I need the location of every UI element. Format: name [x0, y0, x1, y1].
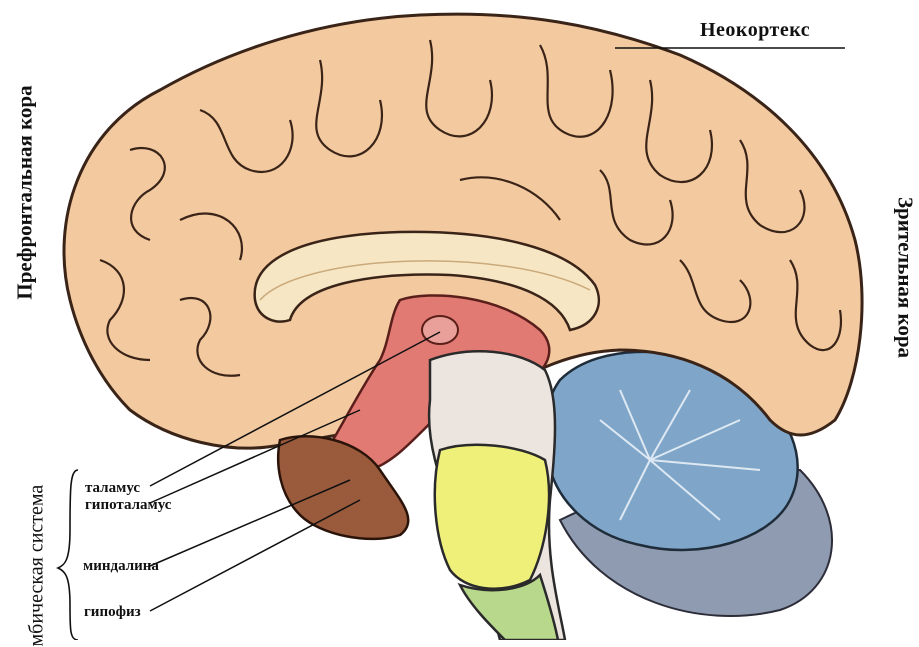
- label-limbic-system: мбическая система: [25, 484, 48, 647]
- label-pituitary: гипофиз: [84, 604, 141, 620]
- corpus-callosum: [253, 230, 601, 332]
- limbic-brace: [55, 469, 79, 640]
- label-thalamus: таламус: [85, 480, 141, 496]
- label-prefrontal-cortex: Префронтальная кора: [12, 85, 37, 300]
- label-hypothalamus: гипоталамус: [85, 497, 172, 513]
- label-visual-cortex: Зрительная кора: [893, 196, 918, 359]
- medulla: [457, 572, 560, 640]
- label-neocortex: Неокортекс: [700, 19, 811, 41]
- cerebellum-arbor: [599, 389, 761, 521]
- leader-lines: [149, 47, 845, 612]
- callosum-fibers: [259, 260, 591, 301]
- label-amygdala: миндалина: [83, 558, 159, 574]
- gyri: [99, 39, 843, 377]
- pons: [433, 443, 551, 590]
- thalamus: [421, 315, 459, 345]
- temporal-lobe: [276, 435, 410, 541]
